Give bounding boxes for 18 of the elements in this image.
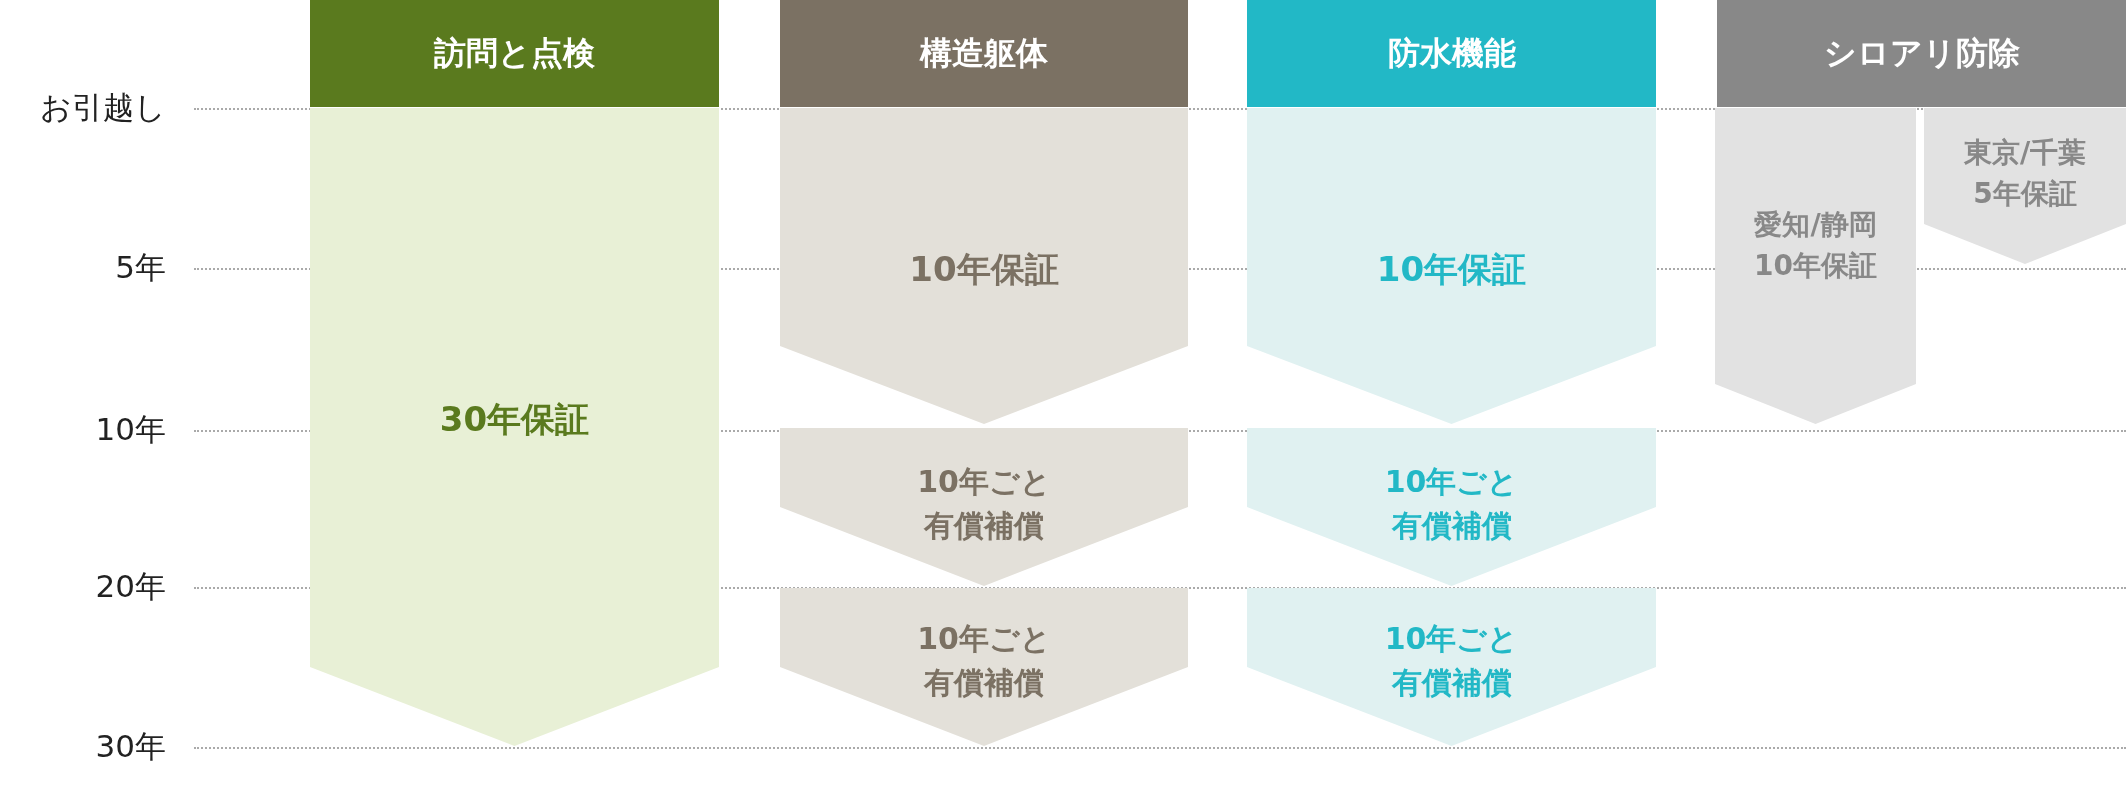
column-header: 防水機能: [1247, 0, 1656, 107]
row-label: 20年: [95, 567, 166, 606]
chevron-band: 10年ごと有償補償: [1247, 588, 1656, 746]
chevron-band: 愛知/静岡10年保証: [1715, 108, 1916, 424]
chevron-band: 30年保証: [310, 108, 719, 746]
column-header: 訪問と点検: [310, 0, 719, 107]
chevron-band: 10年ごと有償補償: [780, 588, 1188, 746]
row-label: お引越し: [40, 88, 166, 127]
row-label: 5年: [115, 248, 166, 287]
row-label: 30年: [95, 727, 166, 766]
row-label: 10年: [95, 410, 166, 449]
chevron-band: 10年保証: [780, 108, 1188, 424]
chevron-band: 10年ごと有償補償: [1247, 428, 1656, 586]
column-header: 構造躯体: [780, 0, 1188, 107]
chevron-band: 10年ごと有償補償: [780, 428, 1188, 586]
column-header: シロアリ防除: [1717, 0, 2126, 107]
chevron-band: 東京/千葉5年保証: [1924, 108, 2126, 264]
chevron-band: 10年保証: [1247, 108, 1656, 424]
